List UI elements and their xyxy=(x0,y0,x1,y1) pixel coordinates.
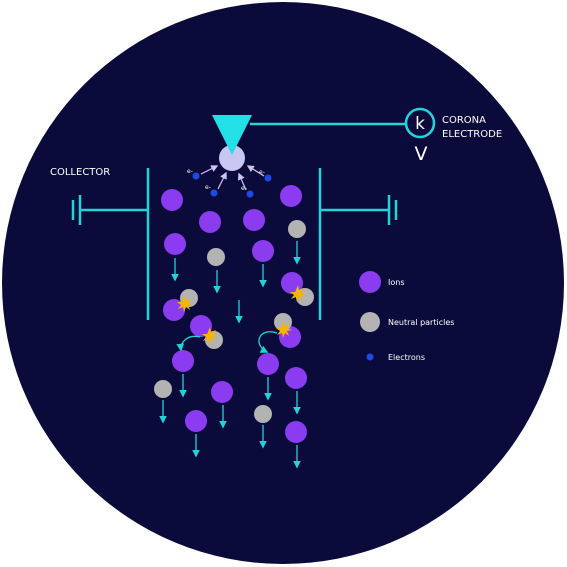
collision-spark xyxy=(290,285,306,302)
v-symbol: V xyxy=(415,143,428,165)
ion xyxy=(185,410,207,432)
curved-motion-arrow xyxy=(176,335,201,352)
electron-arrow xyxy=(200,165,219,175)
neutral-particle xyxy=(288,220,306,238)
neutral-particle xyxy=(207,248,225,266)
corona-electrode xyxy=(212,115,252,155)
collision-spark xyxy=(276,321,292,338)
collision-sparks xyxy=(177,285,306,344)
ion xyxy=(172,350,194,372)
electrons-group: e- e- e- e- xyxy=(187,165,272,198)
k-symbol-circle xyxy=(404,107,436,139)
ion xyxy=(163,299,185,321)
legend-ion-swatch xyxy=(359,271,381,293)
collision-spark xyxy=(177,295,193,312)
ion xyxy=(164,233,186,255)
k-symbol: k xyxy=(415,114,425,134)
corona-label-line2: ELECTRODE xyxy=(442,129,502,140)
neutral-particle xyxy=(254,405,272,423)
ion xyxy=(257,353,279,375)
collision-spark xyxy=(202,327,218,344)
motion-arrows xyxy=(159,241,301,469)
legend: Ions Neutral particles Electrons xyxy=(359,271,454,362)
legend-neutral-label: Neutral particles xyxy=(388,318,454,327)
collector-label: COLLECTOR xyxy=(50,167,110,178)
ion xyxy=(190,315,212,337)
electron-arrow xyxy=(246,165,265,177)
electron-label: e- xyxy=(187,168,193,175)
ion xyxy=(285,421,307,443)
collector-right xyxy=(318,168,398,320)
ion xyxy=(211,381,233,403)
neutral-particle xyxy=(154,380,172,398)
electron-label: e- xyxy=(259,169,265,176)
ions-group xyxy=(161,185,307,443)
ion xyxy=(252,240,274,262)
legend-electrons-label: Electrons xyxy=(388,353,425,362)
ion xyxy=(285,367,307,389)
electron xyxy=(210,189,218,197)
electron-label: e- xyxy=(205,184,211,191)
legend-electron-swatch xyxy=(366,353,374,361)
ion xyxy=(280,185,302,207)
ion xyxy=(199,211,221,233)
collector-left xyxy=(71,168,150,320)
electron-arrow xyxy=(217,171,227,190)
electron-label: e- xyxy=(241,185,247,192)
ion xyxy=(161,189,183,211)
electron xyxy=(264,174,272,182)
curved-motion-arrow xyxy=(258,331,278,353)
electron-arrow xyxy=(238,172,247,191)
corona-label-line1: CORONA xyxy=(442,115,486,126)
electron xyxy=(192,172,200,180)
electrode-glow xyxy=(219,145,245,171)
legend-ions-label: Ions xyxy=(388,278,405,287)
ion xyxy=(243,209,265,231)
legend-neutral-swatch xyxy=(360,312,380,332)
electron xyxy=(246,190,254,198)
